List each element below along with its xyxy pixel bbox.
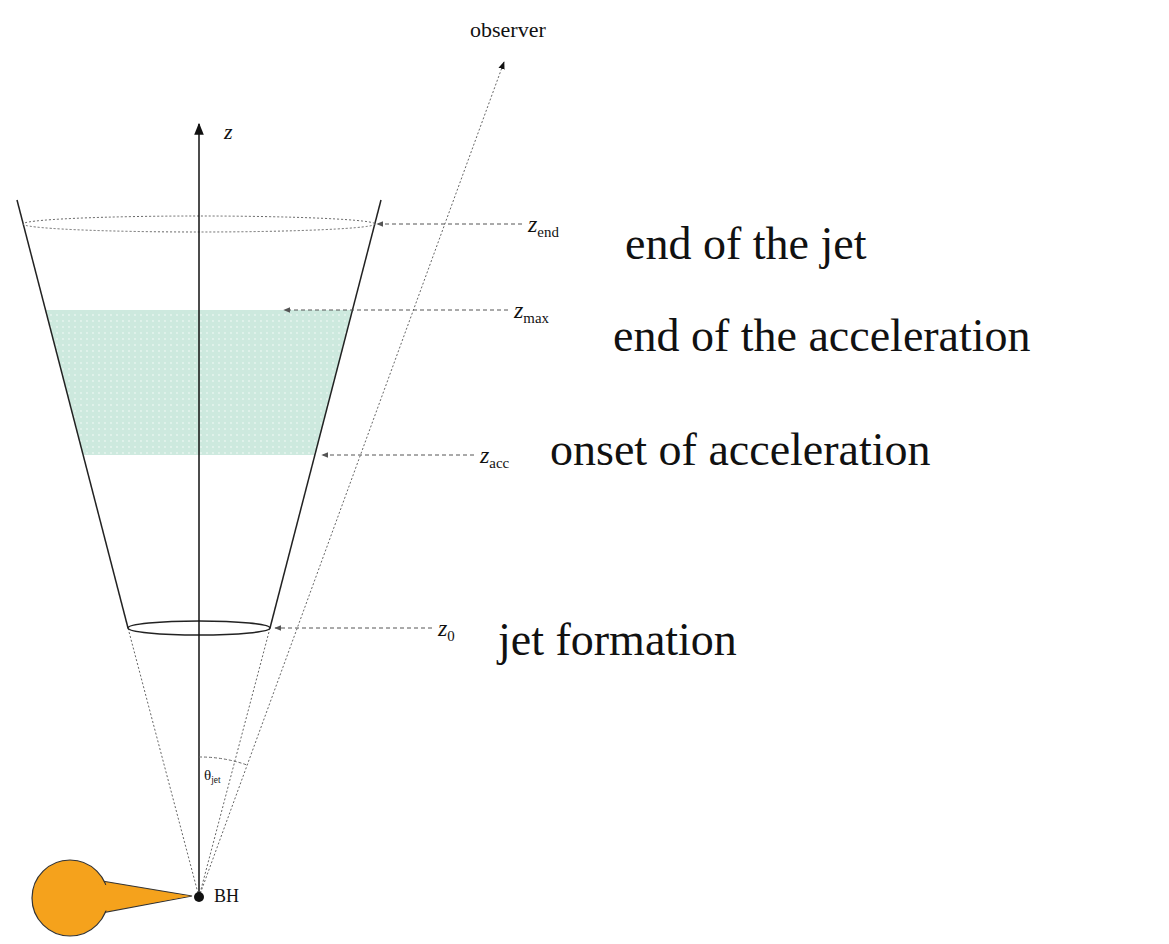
jet-wall [270,200,381,628]
cone-projection [199,628,270,897]
observer-label: observer [470,18,546,42]
leader-arrow [377,224,522,225]
axis-label: z [224,120,233,144]
companion-star [32,860,108,936]
leader-arrow [284,310,508,311]
stream-join [98,884,190,912]
height-description: end of the jet [625,219,866,270]
height-symbol: zend [528,211,559,241]
object-label: BH [214,887,239,907]
leader-arrow [322,455,474,456]
height-description: onset of acceleration [550,425,931,476]
height-symbol: zacc [480,442,509,472]
angle-label: θjet [204,767,220,785]
cone-projection [128,628,199,897]
height-symbol: z0 [438,615,455,645]
height-description: jet formation [498,615,737,666]
black-hole [194,892,204,902]
angle-arc [199,757,247,765]
height-symbol: zmax [514,297,549,327]
z-axis [198,124,200,897]
observer-line [199,62,504,897]
jet-wall [17,200,128,628]
height-description: end of the acceleration [613,311,1031,362]
leader-arrow [275,628,432,629]
accretion-stream [96,880,192,914]
